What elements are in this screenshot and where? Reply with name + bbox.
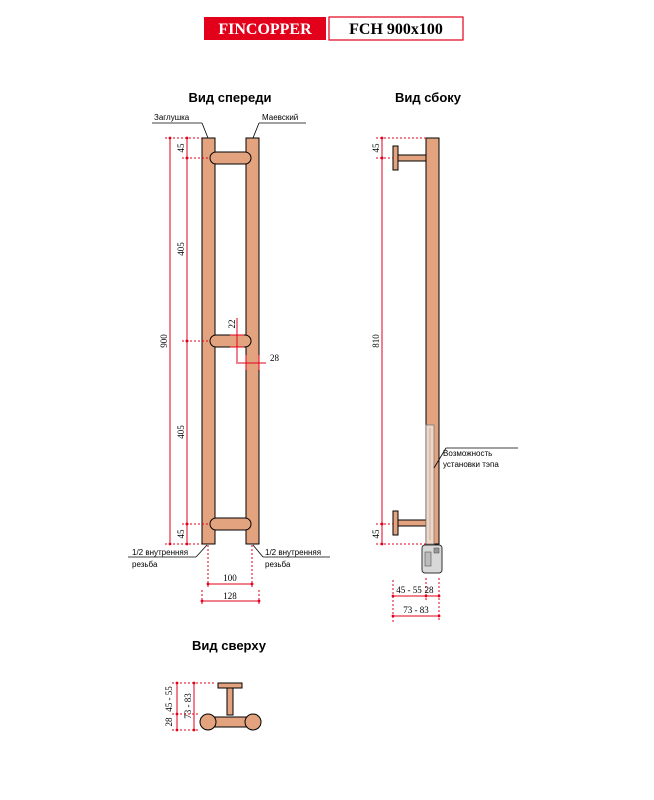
- top-bracket-arm: [226, 687, 234, 716]
- front-view-title: Вид спереди: [189, 90, 272, 105]
- top-right-rail: [244, 713, 262, 731]
- thread-right-label-1: 1/2 внутренняя: [265, 548, 321, 557]
- crossbar-bottom: [209, 517, 252, 531]
- top-dim-73-83: 73 - 83: [183, 693, 193, 719]
- mayevsky-label: Маевский: [262, 113, 298, 122]
- plug-label: Заглушка: [154, 113, 190, 122]
- crossbar-top: [209, 151, 252, 165]
- dim-900: 900: [159, 334, 169, 348]
- side-dim-45-55: 45 - 55: [396, 585, 422, 595]
- thread-left-label-2: резьба: [132, 560, 158, 569]
- brand-box: [204, 17, 326, 40]
- top-view-title: Вид сверху: [192, 638, 267, 653]
- dim-45-top: 45: [176, 143, 186, 153]
- dim-28-rail: 28: [270, 353, 280, 363]
- bracket-bottom-arm: [397, 519, 427, 527]
- top-dim-45-55: 45 - 55: [164, 686, 174, 712]
- dim-405-top: 405: [176, 242, 186, 256]
- top-dim-28: 28: [164, 717, 174, 727]
- dim-405-bottom: 405: [176, 425, 186, 439]
- brand-text: FINCOPPER: [218, 21, 312, 38]
- side-dim-45-top: 45: [371, 143, 381, 153]
- title-block: FINCOPPER FCH 900x100: [204, 16, 464, 41]
- top-left-rail: [199, 713, 217, 731]
- side-dim-28: 28: [425, 585, 435, 595]
- heater-label-2: установки тэпа: [443, 460, 499, 469]
- thread-left-label-1: 1/2 внутренняя: [132, 548, 188, 557]
- top-bracket-plate: [217, 682, 243, 689]
- bracket-bottom-plate: [392, 510, 399, 536]
- crossbar-middle: [209, 334, 252, 348]
- dim-128: 128: [223, 591, 237, 601]
- bracket-top-arm: [397, 154, 427, 162]
- model-text: FCH 900x100: [349, 21, 443, 38]
- heater-label-1: Возможность: [443, 449, 492, 458]
- top-view: 45 - 55 28 73 - 83: [164, 681, 262, 732]
- front-view: Заглушка Маевский 1/2 внутренняя резьба …: [128, 113, 330, 606]
- model-box: [328, 16, 464, 41]
- bracket-top-plate: [392, 145, 399, 171]
- side-view-title: Вид сбоку: [395, 90, 462, 105]
- side-view: Возможность установки тэпа 45 810 45 45 …: [371, 136, 518, 622]
- dim-100: 100: [223, 573, 237, 583]
- dim-45-bottom: 45: [176, 529, 186, 539]
- thread-right-label-2: резьба: [265, 560, 291, 569]
- side-dim-45-bottom: 45: [371, 529, 381, 539]
- dim-22: 22: [227, 320, 237, 329]
- side-dim-73-83: 73 - 83: [403, 605, 429, 615]
- side-dim-810: 810: [371, 334, 381, 348]
